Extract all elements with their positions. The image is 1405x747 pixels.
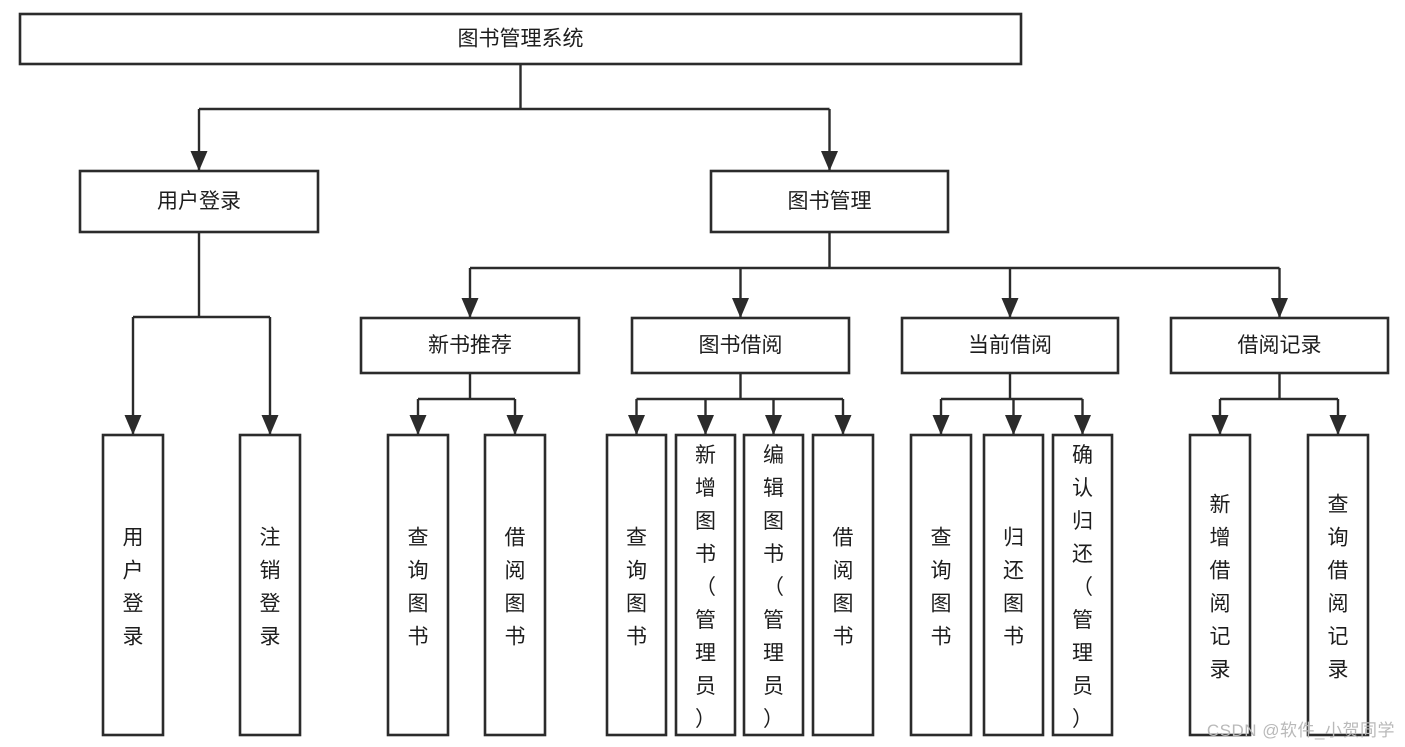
arrow-head-icon <box>506 415 524 435</box>
node-box[interactable] <box>483 433 547 737</box>
node-book-management[interactable]: 图书管理 <box>709 169 950 234</box>
arrow-head-icon <box>1001 298 1019 318</box>
node-label: 查询图书 <box>931 527 952 649</box>
arrow-head-icon <box>409 415 427 435</box>
node-box[interactable] <box>1169 316 1390 375</box>
node-leaf-query-book-2[interactable]: 查询图书 <box>605 433 668 737</box>
node-label: 借阅图书 <box>505 527 526 649</box>
node-box[interactable] <box>811 433 875 737</box>
node-leaf-user-login[interactable]: 用户登录 <box>101 433 165 737</box>
arrow-head-icon <box>1211 415 1229 435</box>
node-box[interactable] <box>359 316 581 375</box>
node-box[interactable] <box>742 433 805 737</box>
node-label: 归还图书 <box>1003 527 1024 649</box>
node-label: 图书借阅 <box>699 334 783 357</box>
node-layer: 图书管理系统用户登录图书管理新书推荐图书借阅当前借阅借阅记录用户登录注销登录查询… <box>18 12 1390 737</box>
node-box[interactable] <box>630 316 851 375</box>
node-box[interactable] <box>900 316 1120 375</box>
arrow-head-icon <box>1005 415 1022 435</box>
node-box[interactable] <box>1051 433 1114 737</box>
node-label: 当前借阅 <box>968 334 1052 357</box>
arrow-head-icon <box>821 151 838 171</box>
arrow-head-icon <box>932 415 950 435</box>
arrow-head-icon <box>1271 298 1288 318</box>
node-leaf-edit-book-admin[interactable]: 编辑图书（管理员） <box>742 433 805 737</box>
node-label: 新增借阅记录 <box>1210 494 1231 682</box>
watermark-label: CSDN @软件_小贺同学 <box>1206 721 1395 740</box>
node-leaf-query-book-1[interactable]: 查询图书 <box>386 433 450 737</box>
arrow-head-icon <box>732 298 749 318</box>
node-label: 查询借阅记录 <box>1328 494 1349 682</box>
node-box[interactable] <box>674 433 737 737</box>
arrow-head-icon <box>124 415 142 435</box>
node-leaf-query-book-3[interactable]: 查询图书 <box>909 433 973 737</box>
node-leaf-query-borrow-record[interactable]: 查询借阅记录 <box>1306 433 1370 737</box>
node-label: 用户登录 <box>157 190 241 213</box>
node-leaf-return-book[interactable]: 归还图书 <box>982 433 1045 737</box>
node-box[interactable] <box>238 433 302 737</box>
node-box[interactable] <box>605 433 668 737</box>
node-label: 借阅图书 <box>833 527 854 649</box>
node-borrow-record[interactable]: 借阅记录 <box>1169 316 1390 375</box>
node-leaf-add-book-admin[interactable]: 新增图书（管理员） <box>674 433 737 737</box>
node-leaf-add-borrow-record[interactable]: 新增借阅记录 <box>1188 433 1252 737</box>
node-label: 图书管理系统 <box>458 28 584 51</box>
node-box[interactable] <box>1306 433 1370 737</box>
node-box[interactable] <box>78 169 320 234</box>
arrow-head-icon <box>261 415 279 435</box>
arrow-head-icon <box>1074 415 1091 435</box>
node-leaf-confirm-return-admin[interactable]: 确认归还（管理员） <box>1051 433 1114 737</box>
node-label: 图书管理 <box>788 190 872 213</box>
arrow-head-icon <box>628 415 645 435</box>
node-book-borrow[interactable]: 图书借阅 <box>630 316 851 375</box>
node-label: 确认归还（管理员） <box>1072 444 1093 731</box>
node-label: 用户登录 <box>123 527 144 649</box>
node-label: 新增图书（管理员） <box>695 444 716 731</box>
node-label: 编辑图书（管理员） <box>763 444 784 731</box>
node-leaf-borrow-book-1[interactable]: 借阅图书 <box>483 433 547 737</box>
node-box[interactable] <box>909 433 973 737</box>
node-new-book-recommend[interactable]: 新书推荐 <box>359 316 581 375</box>
node-label: 借阅记录 <box>1238 334 1322 357</box>
node-leaf-logout-login[interactable]: 注销登录 <box>238 433 302 737</box>
node-leaf-borrow-book-2[interactable]: 借阅图书 <box>811 433 875 737</box>
arrow-head-icon <box>1329 415 1347 435</box>
arrow-head-icon <box>190 151 208 171</box>
node-current-borrow[interactable]: 当前借阅 <box>900 316 1120 375</box>
node-box[interactable] <box>982 433 1045 737</box>
node-box[interactable] <box>386 433 450 737</box>
arrow-head-icon <box>765 415 782 435</box>
connector-layer <box>124 64 1347 435</box>
node-box[interactable] <box>709 169 950 234</box>
arrow-head-icon <box>697 415 714 435</box>
node-root-system[interactable]: 图书管理系统 <box>18 12 1023 66</box>
node-user-login[interactable]: 用户登录 <box>78 169 320 234</box>
node-box[interactable] <box>1188 433 1252 737</box>
node-label: 注销登录 <box>260 527 281 649</box>
node-label: 查询图书 <box>626 527 647 649</box>
arrow-head-icon <box>834 415 852 435</box>
node-label: 查询图书 <box>408 527 429 649</box>
node-label: 新书推荐 <box>428 334 512 357</box>
node-box[interactable] <box>18 12 1023 66</box>
arrow-head-icon <box>461 298 479 318</box>
node-box[interactable] <box>101 433 165 737</box>
